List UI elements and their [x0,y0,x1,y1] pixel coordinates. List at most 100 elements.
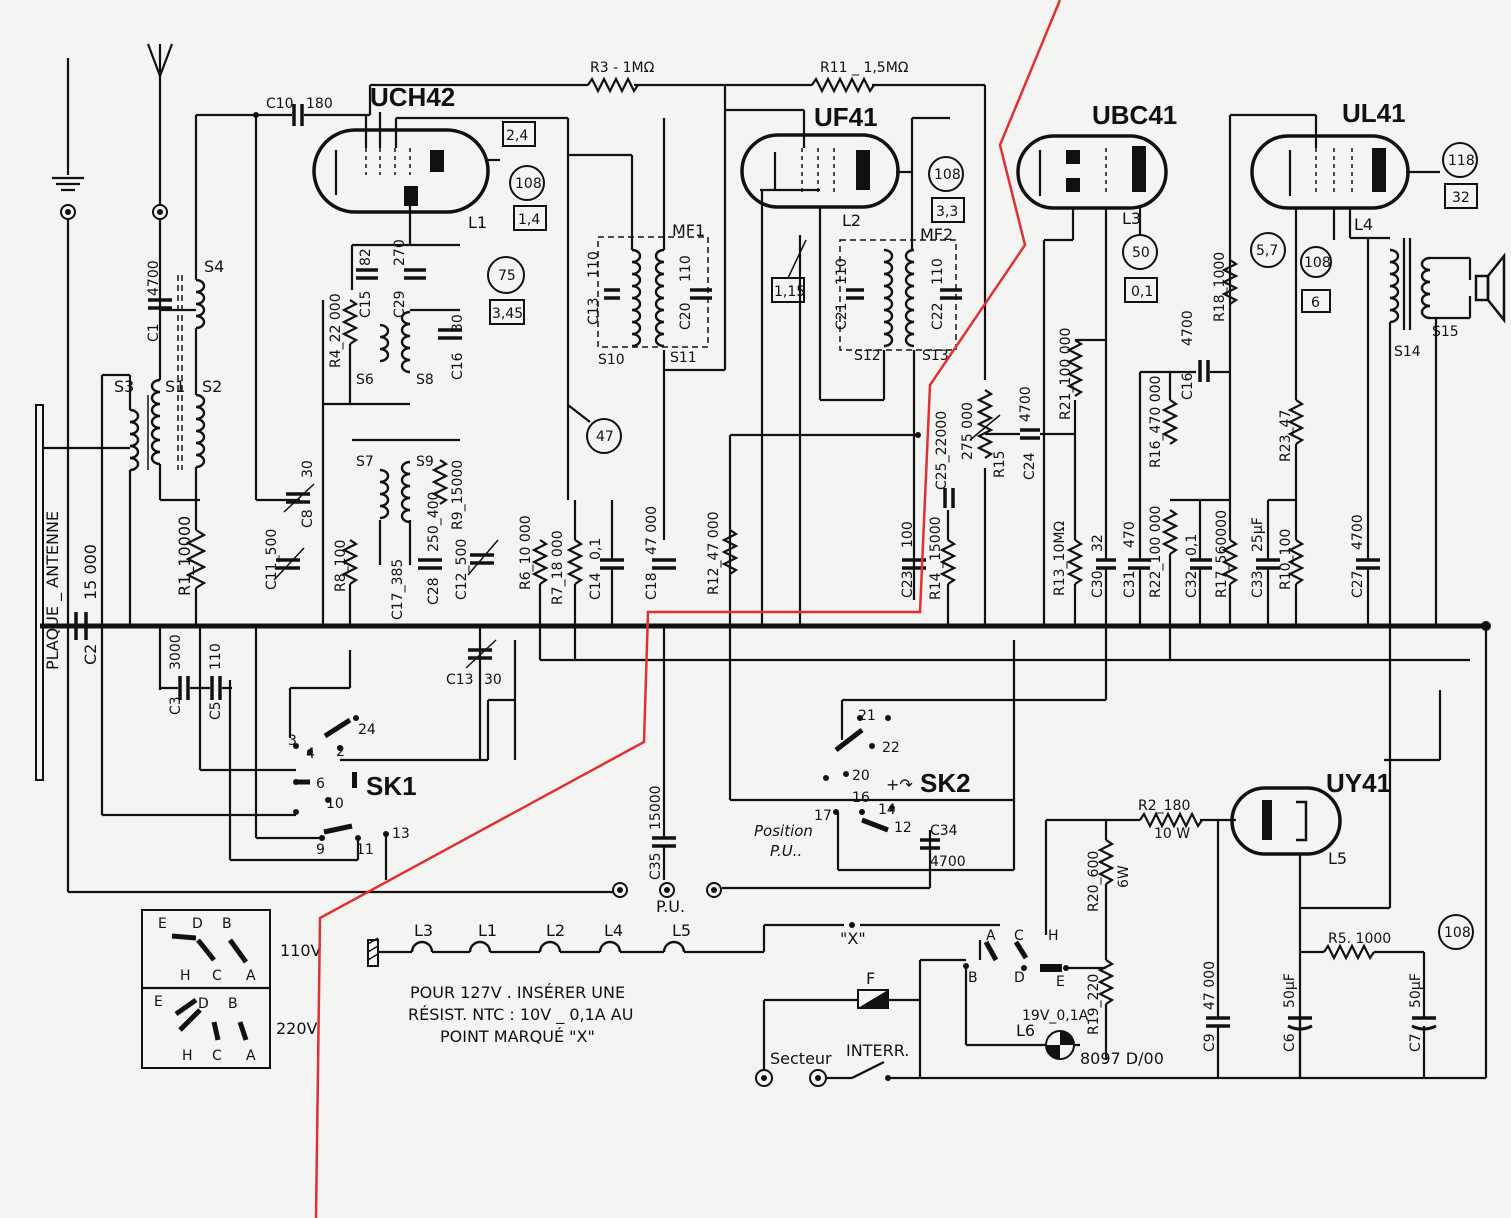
uf41-v-circle [928,156,964,192]
v-108-b: 108 [934,167,961,183]
c32-label: C32 [1184,570,1200,598]
uy41-name: UY41 [1326,768,1391,798]
s2-label: S2 [202,377,222,396]
r5-resistor [1323,943,1375,961]
c24-label: C24 [1022,452,1038,480]
ul41-v-circle-1 [1442,142,1478,178]
s7-label: S7 [356,454,374,470]
r7-label: R7_18 000 [550,530,566,605]
vsel-pin: E [158,916,167,932]
s15-label: S15 [1432,324,1459,340]
uf41-v-box [931,197,965,223]
s6-label: S6 [356,372,374,388]
v-108-c: 108 [1304,255,1331,271]
v110-label: 110V [280,941,322,960]
r14-label: R14 _15000 [928,516,944,600]
sk1-pin: 24 [358,722,376,738]
r21-label: R21_100 000 [1058,328,1074,420]
voltage-diagram [141,909,271,1069]
c17-label: C17_385 [390,559,406,620]
c34-label: C34 [930,823,958,839]
sk2-pin: 20 [852,768,870,784]
pu-label: P.U. [656,897,685,916]
sk1-pin: 3 [288,733,297,749]
c30-label: C30 [1090,570,1106,598]
v-50: 50 [1132,245,1150,261]
sk1-label: SK1 [366,771,417,801]
c21-label: C21 [834,302,850,330]
r16-label: R16_470 000 [1148,376,1164,468]
uch42-ref: L1 [468,213,487,232]
r1-label: R1_10000 [175,516,195,596]
r15-pot[interactable] [976,389,994,459]
mains-pin: B [968,970,978,986]
sk2-pin: 22 [882,740,900,756]
mains-selector[interactable] [963,940,1069,972]
c15-label: C15 [358,290,374,318]
s4-label: S4 [204,257,224,276]
uch42-v-box-1 [502,121,536,147]
c16b-label: C16 [1180,372,1196,400]
c18-value: 47 000 [644,506,660,555]
c29-value: 270 [392,239,408,266]
c31-label: C31 [1122,570,1138,598]
lamp-rating: 19V_0,1A [1022,1008,1089,1024]
vsel-pin: D [192,916,203,932]
c16b-value: 4700 [1180,310,1196,346]
r12-label: R12_47 000 [706,511,722,595]
r15-value: 275 000 [960,402,976,460]
c1-label: C1 [146,323,162,342]
uf41-name: UF41 [814,102,878,132]
r19-label: R19_220 [1086,974,1102,1035]
r3-resistor [587,76,639,94]
fuse-label: F [866,969,875,988]
note-line-3: POINT MARQUÉ "X" [440,1027,595,1046]
sk2-label: SK2 [920,768,971,798]
c22-value: 110 [930,258,946,285]
c13b-value: 30 [484,672,502,688]
c23-label: C23 [900,570,916,598]
osc-v-circle [487,256,525,294]
interr-switch[interactable] [851,1061,885,1079]
secteur-label: Secteur [770,1049,832,1068]
plaque-antenne-label: PLAQUE _ ANTENNE [43,511,63,670]
s11-label: S11 [670,350,697,366]
vsel-pin: D [198,996,209,1012]
r11-resistor [811,76,875,94]
tube-ubc41 [1016,134,1168,626]
c23-value: 100 [900,521,916,548]
sk2-switch[interactable] [823,715,895,833]
c2-value: 15 000 [81,544,100,600]
c7-label: C7 [1408,1033,1424,1052]
r8-label: R8_100 [333,540,349,592]
r20-wattage: 6W [1116,865,1132,888]
mf2-label: MF2 [920,225,953,244]
c35-value: 15000 [648,785,664,830]
c29-label: C29 [392,290,408,318]
v-47: 47 [596,429,614,445]
uf41-v-box-2 [771,277,805,303]
r22-label: R22_100 000 [1148,506,1164,598]
s9-label: S9 [416,454,434,470]
c15-value: 82 [358,248,374,266]
c10-value: 180 [306,96,333,112]
c8-label: C8 [300,509,316,528]
ul41-ref: L4 [1354,215,1373,234]
mains-pin: H [1048,928,1059,944]
r2-wattage: 10 W [1154,826,1190,842]
uy41-ref: L5 [1328,849,1347,868]
ul41-v-circle-3 [1300,246,1332,278]
v-75: 75 [498,268,516,284]
r13-label: R13_10MΩ [1052,521,1068,596]
c34-value: 4700 [930,854,966,870]
uch42-v-circle [509,165,545,201]
c32-value: 0,1 [1184,534,1200,556]
mains-pin: A [986,928,996,944]
sk2-rotation-icon: +↷ [886,775,913,794]
c27-label: C27 [1350,570,1366,598]
c35-label: C35 [648,852,664,880]
c1-value: 4700 [146,260,162,296]
r2-label: R2_180 [1138,798,1190,814]
r18-label: R18_1000 [1212,252,1228,322]
c14-value: 0,1 [588,538,604,560]
